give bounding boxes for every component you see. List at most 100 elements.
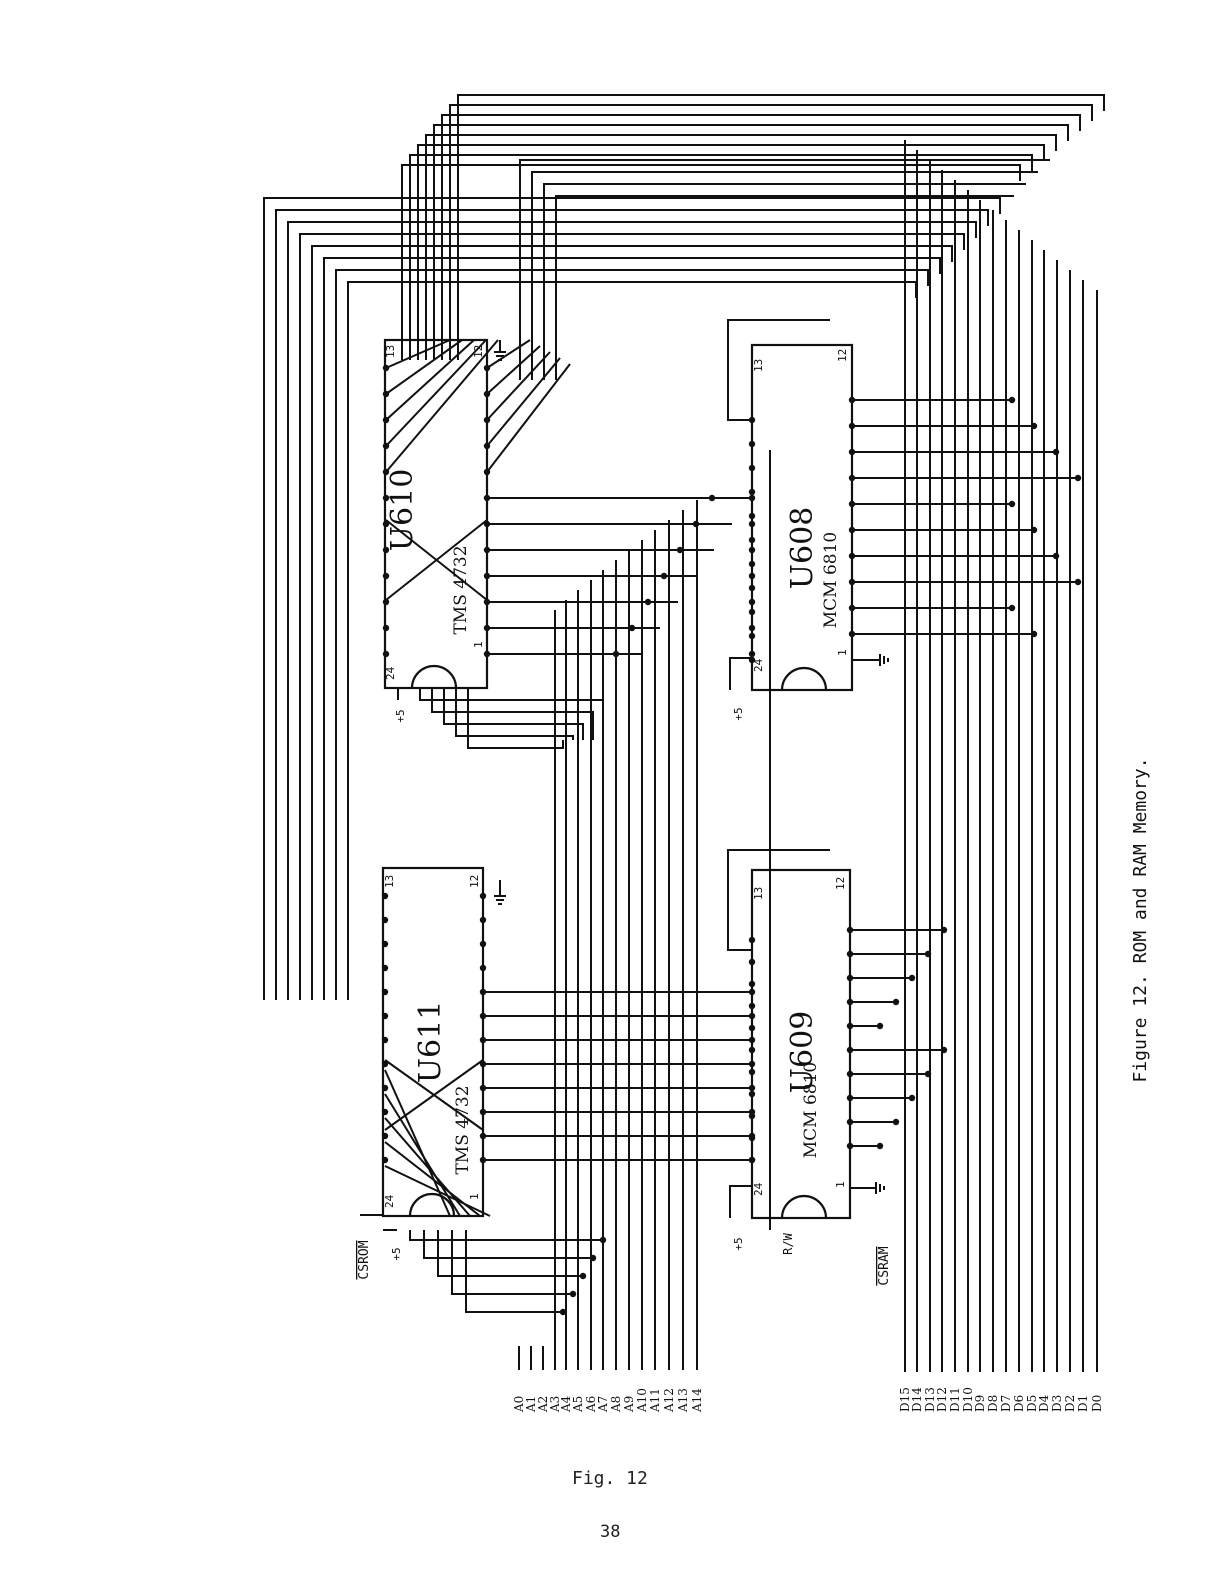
junction-dot xyxy=(893,1119,899,1125)
ram-data-loop xyxy=(450,105,1092,360)
data-line-label: D8 xyxy=(986,1395,1000,1412)
junction-dot xyxy=(693,521,699,527)
junction-dot xyxy=(1031,423,1037,429)
address-line-label: A11 xyxy=(648,1388,662,1413)
chip-u611-id: U611 xyxy=(413,1001,448,1084)
ground-icon xyxy=(494,880,506,904)
junction-dot xyxy=(1053,449,1059,455)
u610-addr-link xyxy=(420,688,603,740)
junction-dot xyxy=(560,1309,566,1315)
junction-dot xyxy=(941,1047,947,1053)
ram-data-loop xyxy=(442,115,1080,360)
junction-dot xyxy=(1009,501,1015,507)
junction-dot xyxy=(709,495,715,501)
chip-u611-pin1: 1 xyxy=(468,1193,481,1200)
address-line-label: A5 xyxy=(571,1396,585,1413)
chip-u608-pin1: 1 xyxy=(836,649,849,656)
chip-u611-pin13: 13 xyxy=(383,875,396,888)
chip-u611-pin12: 12 xyxy=(468,875,481,888)
chip-u610-pin1: 1 xyxy=(472,641,485,648)
chip-u610-pin12: 12 xyxy=(472,345,485,358)
address-line-label: A9 xyxy=(622,1396,636,1413)
data-line-label: D12 xyxy=(935,1387,949,1412)
chip-u611-pin24: 24 xyxy=(383,1194,396,1208)
data-line-label: D2 xyxy=(1063,1395,1077,1412)
rom-data-loop xyxy=(348,282,916,1000)
chip-u610-part: TMS 4732 xyxy=(451,545,471,634)
data-line-label: D0 xyxy=(1090,1395,1104,1412)
vcc-label-u609: +5 xyxy=(732,1237,745,1250)
cs-ram-label: CSRAM xyxy=(877,1246,892,1285)
chip-u608-part: MCM 6810 xyxy=(821,532,841,629)
figure-caption: Figure 12. ROM and RAM Memory. xyxy=(1130,757,1151,1082)
page-number: 38 xyxy=(600,1522,620,1542)
chip-u609-pin24: 24 xyxy=(752,1182,765,1196)
data-line-label: D7 xyxy=(999,1395,1013,1412)
u609-vcc xyxy=(730,1186,752,1218)
vcc-label-u611: +5 xyxy=(390,1247,403,1260)
u610-addr-link xyxy=(444,688,583,740)
data-line-label: D6 xyxy=(1012,1395,1026,1412)
rw-label: R/W xyxy=(781,1232,795,1254)
cs-rom-label: CSROM xyxy=(357,1240,372,1279)
address-line-label: A12 xyxy=(662,1388,676,1413)
vcc-label-u608: +5 xyxy=(732,707,745,720)
u610-diagonal-right xyxy=(487,364,570,472)
wiring-traces xyxy=(264,95,1104,1372)
u608-cs-link xyxy=(728,320,830,420)
junction-dot xyxy=(877,1023,883,1029)
data-line-label: D1 xyxy=(1076,1395,1090,1412)
u611-diagonal xyxy=(385,1070,450,1216)
junction-dot xyxy=(661,573,667,579)
chip-u608-pin24: 24 xyxy=(752,658,765,672)
chip-u608-pin12: 12 xyxy=(836,349,849,362)
data-line-label: D11 xyxy=(948,1387,962,1412)
chip-u610-notch xyxy=(412,666,456,688)
junction-dot xyxy=(580,1273,586,1279)
junction-dot xyxy=(909,975,915,981)
chip-u610-pin13: 13 xyxy=(384,345,397,358)
junction-dot xyxy=(600,1237,606,1243)
chip-u608: U608 MCM 6810 1 12 13 24 xyxy=(752,345,852,690)
u610-addr-link xyxy=(468,688,563,748)
data-line-label: D4 xyxy=(1037,1394,1051,1412)
junction-dot xyxy=(1075,579,1081,585)
address-line-label: A14 xyxy=(690,1388,704,1413)
junction-dot xyxy=(1031,527,1037,533)
junction-dot xyxy=(1053,553,1059,559)
junction-dot xyxy=(645,599,651,605)
address-line-label: A10 xyxy=(635,1388,649,1413)
junction-dot xyxy=(877,1143,883,1149)
data-line-label: D3 xyxy=(1050,1395,1064,1412)
chip-u609-pin13: 13 xyxy=(752,887,765,900)
u609-cs-link xyxy=(728,850,830,950)
ground-symbols xyxy=(494,340,888,1194)
ground-icon xyxy=(850,1182,884,1194)
chip-u608-pin13: 13 xyxy=(752,359,765,372)
u608-vcc xyxy=(730,658,752,690)
chip-u609-part: MCM 6810 xyxy=(801,1062,821,1159)
junction-dot xyxy=(677,547,683,553)
chip-u609-notch xyxy=(782,1196,826,1218)
junction-dot xyxy=(570,1291,576,1297)
junction-dot xyxy=(925,1071,931,1077)
junction-dot xyxy=(1075,475,1081,481)
data-line-label: D9 xyxy=(973,1395,987,1412)
ram-data-loop xyxy=(402,165,1020,360)
figure-label: Fig. 12 xyxy=(572,1468,648,1489)
junction-dot xyxy=(1009,397,1015,403)
junction-dot xyxy=(629,625,635,631)
address-line-label: A13 xyxy=(676,1388,690,1413)
chip-u609-pin1: 1 xyxy=(834,1181,847,1188)
upper-loop xyxy=(556,196,1014,380)
address-line-label: A7 xyxy=(596,1396,610,1413)
junction-dot xyxy=(613,651,619,657)
u611-diagonal xyxy=(385,1094,460,1216)
u611-addr-link xyxy=(466,1230,563,1312)
u610-diagonal xyxy=(386,340,474,420)
chip-u609-pin12: 12 xyxy=(834,877,847,890)
ram-data-loop xyxy=(418,145,1044,360)
